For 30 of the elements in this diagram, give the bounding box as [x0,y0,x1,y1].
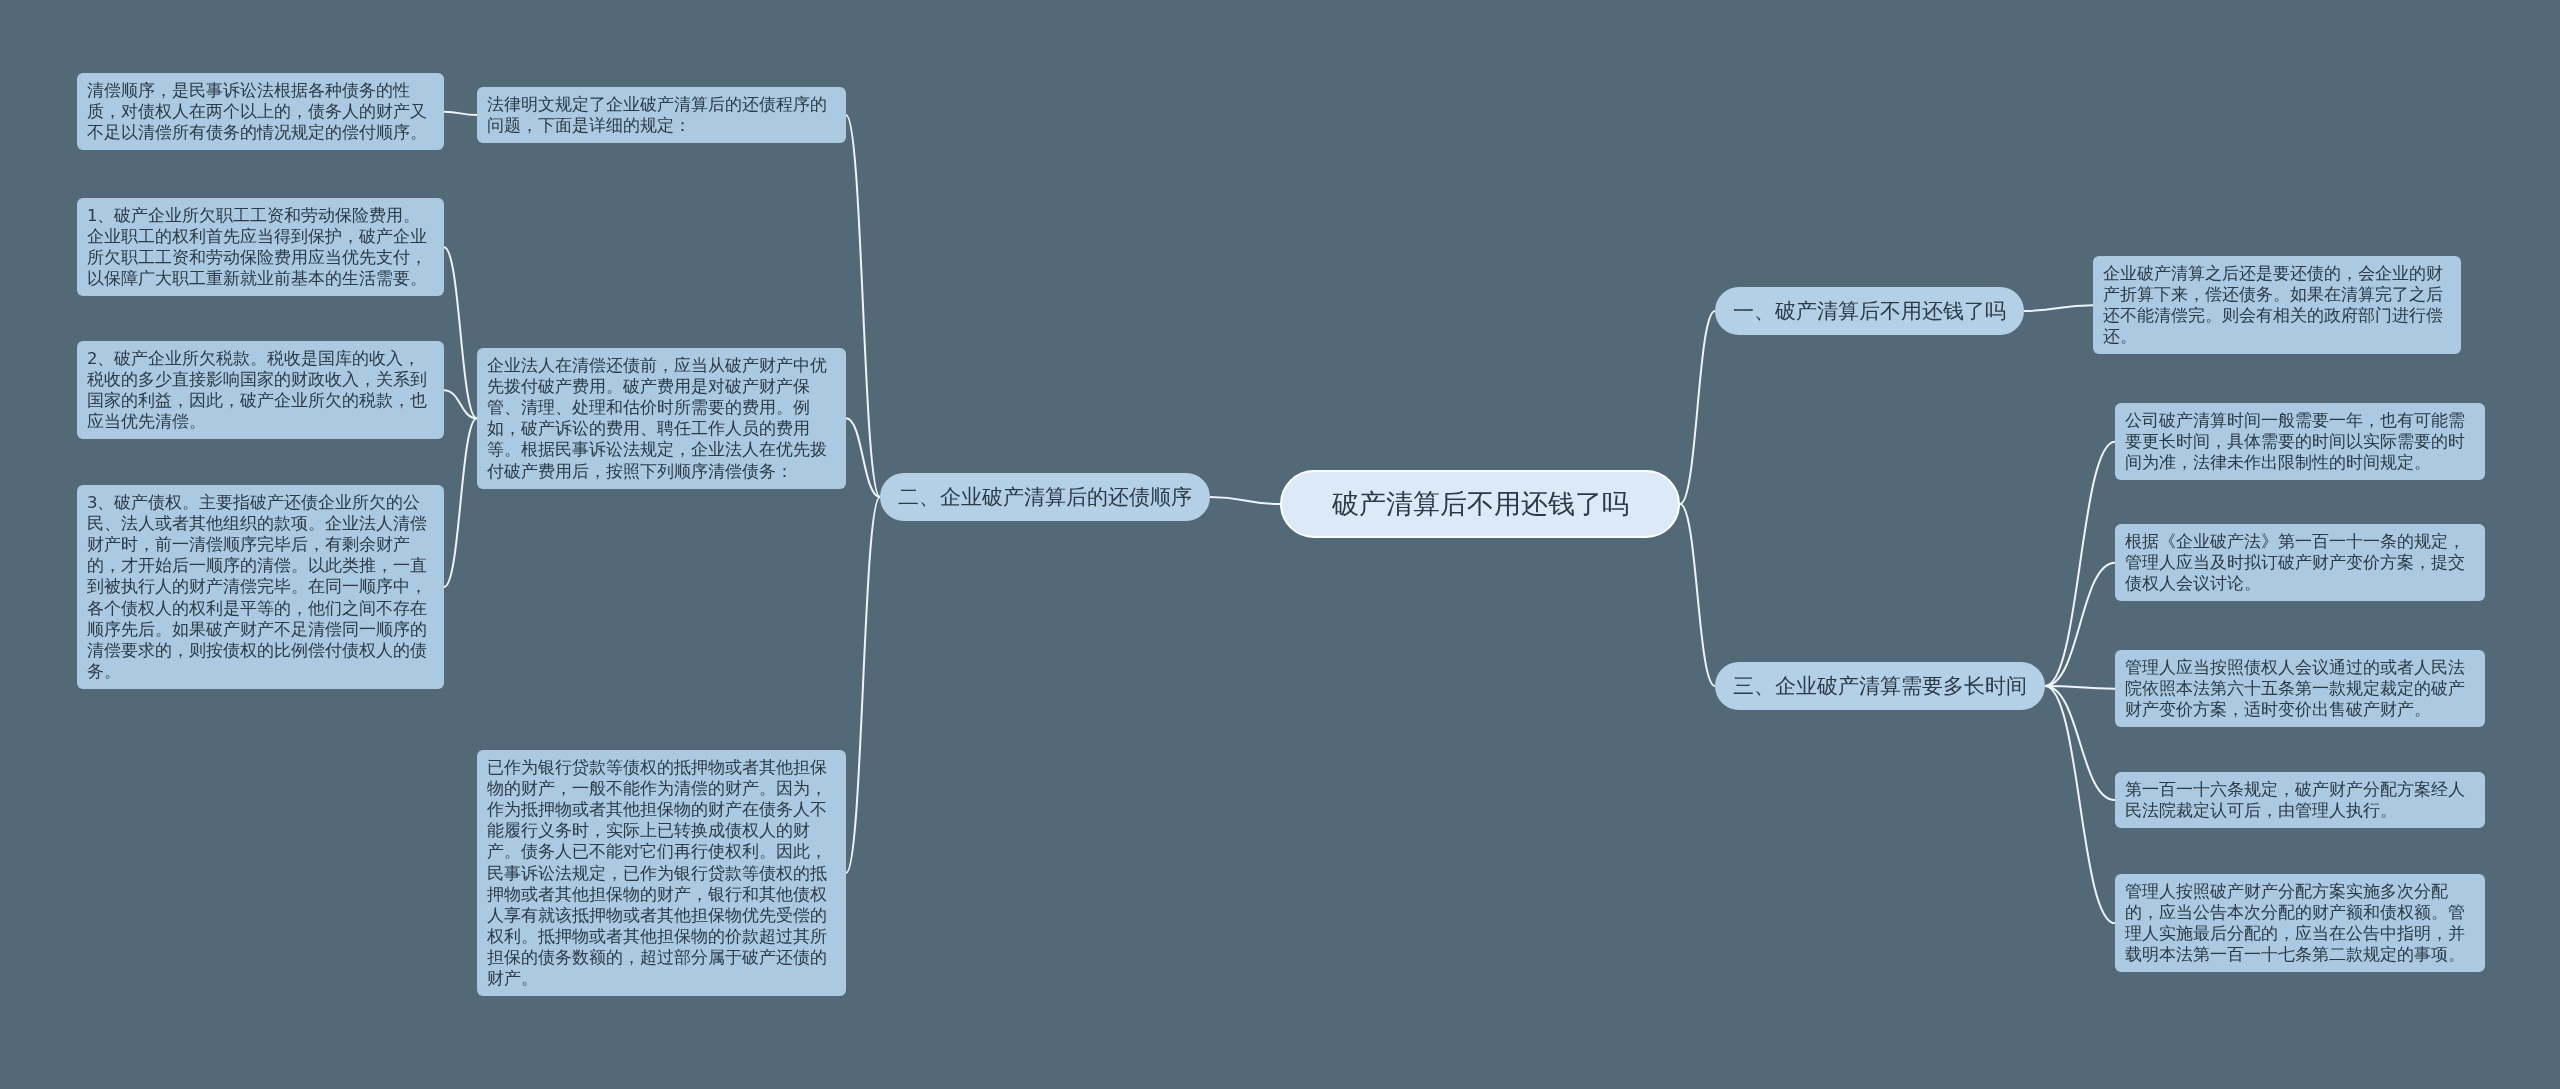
connector-line [443,246,478,420]
note-box: 企业法人在清偿还债前，应当从破产财产中优先拨付破产费用。破产费用是对破产财产保管、清理、处理和估价时所需要的费用。例如，破产诉讼的费用、聘任工作人员的费用等。根据民事诉讼法规定，企业法人在优先拨付破产费用后，按照下列顺序清偿债务： [477,348,846,489]
connector-line [1679,310,1716,505]
note-box: 法律明文规定了企业破产清算后的还债程序的问题，下面是详细的规定： [477,87,846,144]
note-box: 公司破产清算时间一般需要一年，也有可能需要更长时间，具体需要的时间以实际需要的时间为准，法律未作出限制性的时间规定。 [2115,403,2485,481]
note-box: 根据《企业破产法》第一百一十一条的规定，管理人应当及时拟订破产财产变价方案，提交债权人会议讨论。 [2115,524,2485,602]
note-box: 企业破产清算之后还是要还债的，会企业的财产折算下来，偿还债务。如果在清算完了之后还不能清偿完。则会有相关的政府部门进行偿还。 [2093,256,2461,355]
connector-line [1679,503,1716,687]
connector-line [2044,440,2116,687]
note-box: 已作为银行贷款等债权的抵押物或者其他担保物的财产，一般不能作为清偿的财产。因为，作为抵押物或者其他担保物的财产在债务人不能履行义务时，实际上已转换成债权人的财产。债务人已不能对它们再行使权利。因此，民事诉讼法规定，已作为银行贷款等债权的抵押物或者其他担保物的财产，银行和其他债权人享有就该抵押物或者其他担保物优先受偿的权利。抵押物或者其他担保物的价款超过其所担保的债务数额的，超过部分属于破产还债的财产。 [477,750,846,997]
topic-node: 三、企业破产清算需要多长时间 [1715,662,2045,710]
connector-line [845,496,881,875]
note-box: 清偿顺序，是民事诉讼法根据各种债务的性质，对债权人在两个以上的，债务人的财产又不足以清偿所有债务的情况规定的偿付顺序。 [77,73,444,151]
note-box: 管理人应当按照债权人会议通过的或者人民法院依照本法第六十五条第一款规定裁定的破产财产变价方案，适时变价出售破产财产。 [2115,650,2485,728]
note-box: 3、破产债权。主要指破产还债企业所欠的公民、法人或者其他组织的款项。企业法人清偿财产时，前一清偿顺序完毕后，有剩余财产的，才开始后一顺序的清偿。以此类推，一直到被执行人的财产清偿完毕。在同一顺序中，各个债权人的权利是平等的，他们之间不存在顺序先后。如果破产财产不足清偿同一顺序的清偿要求的，则按债权的比例偿付债权人的债务。 [77,485,444,689]
central-topic: 破产清算后不用还钱了吗 [1280,470,1680,538]
connector-line [2023,304,2094,312]
note-box: 2、破产企业所欠税款。税收是国库的收入，税收的多少直接影响国家的财政收入，关系到国家的利益，因此，破产企业所欠的税款，也应当优先清偿。 [77,341,444,440]
note-box: 管理人按照破产财产分配方案实施多次分配的，应当公告本次分配的财产额和债权额。管理人实施最后分配的，应当在公告中指明，并载明本法第一百一十七条第二款规定的事项。 [2115,874,2485,973]
note-box: 第一百一十六条规定，破产财产分配方案经人民法院裁定认可后，由管理人执行。 [2115,772,2485,829]
connector-line [443,389,478,420]
note-box: 1、破产企业所欠职工工资和劳动保险费用。企业职工的权利首先应当得到保护，破产企业所欠职工工资和劳动保险费用应当优先支付，以保障广大职工重新就业前基本的生活需要。 [77,198,444,297]
topic-node: 二、企业破产清算后的还债顺序 [880,473,1210,521]
connector-line [443,110,478,117]
connector-line [443,417,478,588]
connector-line [1209,496,1281,505]
connector-line [2044,685,2116,925]
connector-line [845,417,881,498]
connector-line [845,114,881,498]
topic-node: 一、破产清算后不用还钱了吗 [1715,287,2024,335]
